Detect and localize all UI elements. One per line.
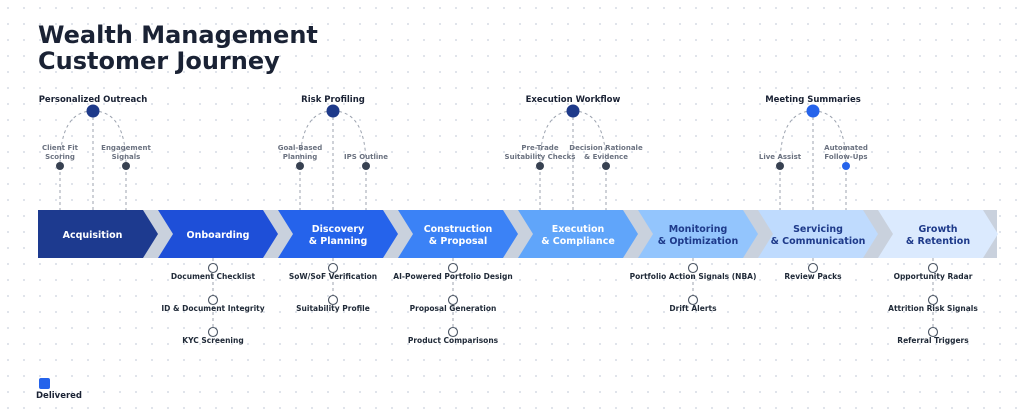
capability-label-2-1: Proposal Generation [410,304,497,313]
child-label-0-1: Engagement [101,144,151,152]
capability-label-3-0: Portfolio Action Signals (NBA) [630,272,757,281]
child-node-3-0 [776,162,784,170]
capability-label-2-2: Product Comparisons [408,336,499,345]
child-label-3-1-line2: Follow-Ups [824,153,867,161]
hub-title-2: Execution Workflow [526,95,621,105]
child-node-1-0 [296,162,304,170]
capability-label-5-0: Opportunity Radar [894,272,973,281]
legend-label: Delivered [36,391,82,401]
capability-label-1-0: SoW/SoF Verification [289,272,377,281]
hub-arc-right-0 [92,110,127,167]
phase-label-1: Onboarding [187,230,250,241]
child-node-2-0 [536,162,544,170]
phase-chevron-5 [638,210,758,258]
capability-label-1-1: Suitability Profile [296,304,370,313]
child-label-1-1: IPS Outline [344,153,388,161]
child-node-1-1 [362,162,370,170]
capability-node-5-2 [927,326,939,338]
phase-chevron-6 [758,210,878,258]
capability-node-1-1 [327,294,339,306]
hub-title-3: Meeting Summaries [765,95,861,105]
phase-label-3: Construction [424,224,493,235]
capability-label-4-0: Review Packs [784,272,842,281]
hub-arc-right-3 [812,110,847,167]
capability-node-4-0 [807,262,819,274]
child-label-0-1-line2: Signals [112,153,141,161]
child-node-2-1 [602,162,610,170]
capability-node-2-2 [447,326,459,338]
hub-node-3 [806,104,820,118]
phase-chevron-3 [398,210,518,258]
capability-label-3-1: Drift Alerts [669,304,717,313]
child-label-3-0: Live Assist [759,153,802,161]
hub-title-1: Risk Profiling [301,95,365,105]
child-label-1-0: Goal-Based [278,144,323,152]
capability-node-5-1 [927,294,939,306]
hub-arc-right-2 [572,110,607,167]
capability-label-2-0: AI-Powered Portfolio Design [393,272,512,281]
hub-arc-left-0 [59,110,94,167]
title-line-1: Wealth Management [38,21,318,49]
phase-label-7: Growth [918,224,957,235]
child-node-0-0 [56,162,64,170]
legend: Delivered [36,378,82,401]
child-label-2-0-line2: Suitability Checks [505,153,576,161]
phase-chevron-1 [158,210,278,258]
hub-node-0 [86,104,100,118]
capability-label-5-2: Referral Triggers [897,336,969,345]
hub-arc-right-1 [332,110,367,167]
phase-label-0: Acquisition [63,230,123,241]
child-label-2-1-line2: & Evidence [584,153,628,161]
capability-label-0-2: KYC Screening [182,336,243,345]
hub-node-1 [326,104,340,118]
phase-label-3-line2: & Proposal [429,236,487,247]
child-label-0-0-line2: Scoring [45,153,75,161]
capability-node-3-1 [687,294,699,306]
child-label-1-0-line2: Planning [283,153,318,161]
phase-label-5-line2: & Optimization [658,236,739,247]
phase-label-4-line2: & Compliance [541,236,615,247]
capability-node-0-2 [207,326,219,338]
child-label-2-1: Decision Rationale [569,144,643,152]
hub-arc-left-3 [779,110,814,167]
hub-node-2 [566,104,580,118]
capability-node-5-0 [927,262,939,274]
child-label-0-0: Client Fit [42,144,79,152]
phase-label-5: Monitoring [669,224,728,235]
capability-label-0-0: Document Checklist [171,272,256,281]
delivered-swatch [39,378,50,389]
capability-label-0-1: ID & Document Integrity [161,304,264,313]
capability-node-2-1 [447,294,459,306]
phase-label-6: Servicing [793,224,843,235]
diagram-title: Wealth Management Customer Journey [38,22,318,74]
phase-chevron-7 [878,210,998,258]
capability-node-1-0 [327,262,339,274]
phase-chevron-0 [38,210,158,258]
phase-label-2-line2: & Planning [309,236,368,247]
capability-node-0-0 [207,262,219,274]
phase-chevron-2 [278,210,398,258]
phase-label-7-line2: & Retention [906,236,970,247]
child-label-2-0: Pre-Trade [521,144,558,152]
child-label-3-1: Automated [824,144,868,152]
title-line-2: Customer Journey [38,47,280,75]
capability-node-2-0 [447,262,459,274]
phase-label-4: Execution [552,224,605,235]
hub-arc-left-1 [299,110,334,167]
phase-label-2: Discovery [312,224,365,235]
hub-arc-left-2 [539,110,574,167]
phase-chevron-4 [518,210,638,258]
capability-label-5-1: Attrition Risk Signals [888,304,978,313]
phase-label-6-line2: & Communication [771,236,866,247]
hub-title-0: Personalized Outreach [39,95,148,105]
capability-node-0-1 [207,294,219,306]
child-node-3-1 [842,162,850,170]
capability-node-3-0 [687,262,699,274]
child-node-0-1 [122,162,130,170]
